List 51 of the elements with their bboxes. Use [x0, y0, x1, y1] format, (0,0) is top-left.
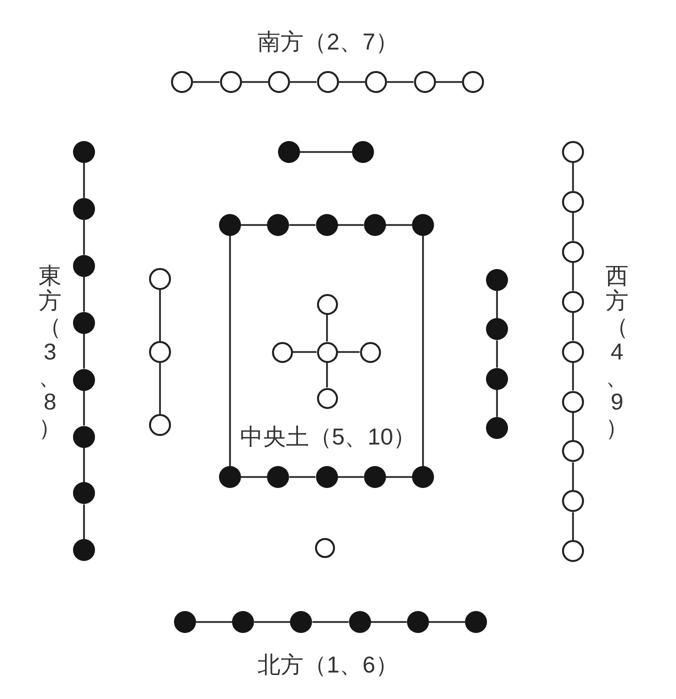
connector-line [312, 621, 349, 623]
connector-line [241, 476, 268, 478]
connector-line [572, 512, 574, 540]
connector-line [436, 81, 462, 83]
connector-line [338, 224, 364, 226]
connector-line [83, 163, 85, 198]
connector-line [83, 334, 85, 369]
connector-line [292, 351, 316, 353]
connector-line [572, 462, 574, 490]
connector-line [83, 276, 85, 312]
connector-line [572, 262, 574, 291]
connector-line [229, 236, 231, 466]
region-label: 南方（2、7） [258, 30, 398, 54]
connector-line [83, 448, 85, 482]
connector-line [83, 504, 85, 540]
connector-line [338, 81, 365, 83]
connector-line [241, 224, 268, 226]
connector-line [496, 291, 498, 318]
connector-line [242, 81, 268, 83]
connector-line [289, 476, 316, 478]
connector-line [386, 224, 412, 226]
connector-line [496, 390, 498, 417]
connector-line [496, 340, 498, 368]
connector-line [422, 236, 424, 466]
connector-line [83, 220, 85, 255]
connector-line [159, 363, 161, 414]
connector-line [572, 212, 574, 241]
connector-line [428, 621, 465, 623]
region-label: 中央土（5、10） [240, 426, 416, 448]
region-label: 東方（3、8） [38, 263, 62, 441]
connector-line [370, 621, 407, 623]
connector-line [326, 362, 328, 388]
connector-line [193, 81, 220, 83]
region-label: 北方（1、6） [258, 654, 398, 676]
connector-line [289, 224, 316, 226]
connector-line [290, 81, 316, 83]
connector-line [572, 163, 574, 191]
connector-line [572, 312, 574, 341]
connector-line [386, 476, 412, 478]
connector-line [83, 390, 85, 426]
connector-line [300, 151, 352, 153]
region-label: 西方（4、9） [606, 263, 628, 441]
connector-line [254, 621, 290, 623]
connector-line [572, 362, 574, 390]
connector-line [572, 412, 574, 440]
connector-line [338, 351, 360, 353]
connector-line [326, 314, 328, 342]
connector-line [338, 476, 364, 478]
connector-line [387, 81, 414, 83]
connector-line [196, 621, 232, 623]
connector-line [159, 290, 161, 341]
